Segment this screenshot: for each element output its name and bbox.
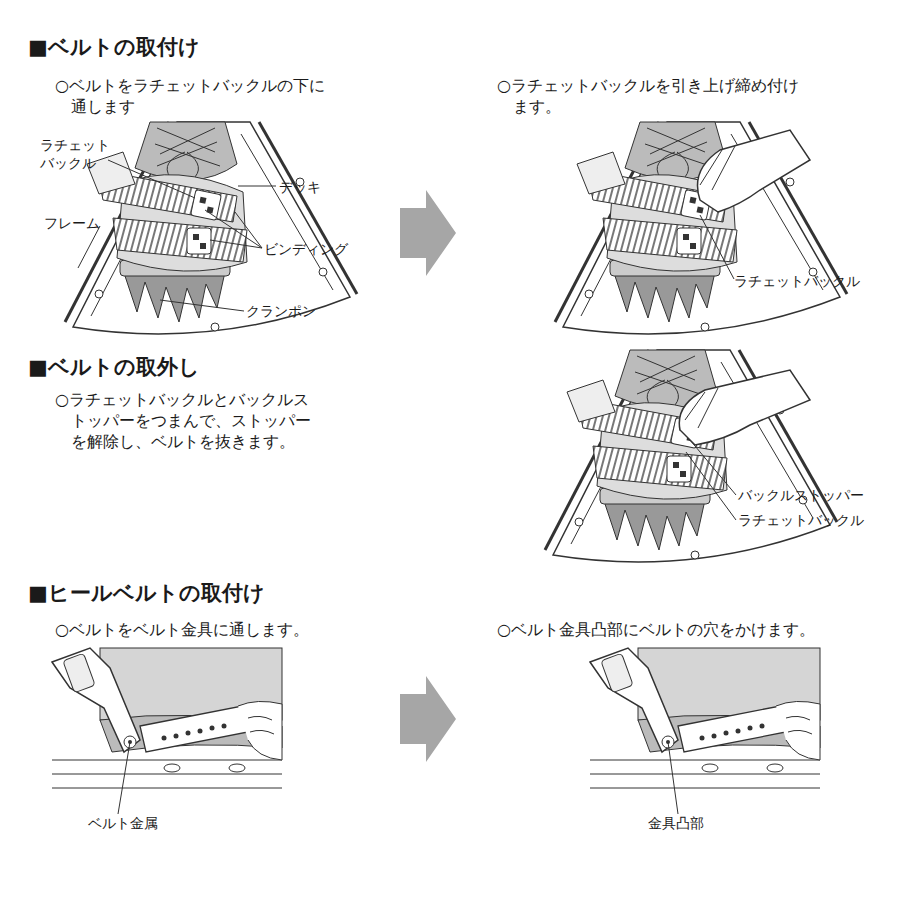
part-name: クランポン	[246, 302, 356, 320]
part-name: バックルストッパー	[738, 486, 888, 504]
part-name: デッキ	[279, 178, 359, 196]
step-text: ○ベルトをベルト金具に通します。	[55, 620, 431, 641]
heel-illustrations	[52, 648, 820, 788]
part-name: ラチェット バックル	[40, 136, 120, 172]
step-text: ○ベルトをラチェットバックルの下に 通します	[55, 76, 343, 118]
attach-illustration	[65, 122, 357, 334]
section-heading: ■ヒールベルトの取付け	[28, 580, 388, 607]
part-name: ビンディング	[264, 240, 384, 258]
part-name: フレーム	[44, 214, 134, 232]
step-text: ○ラチェットバックルを引き上げ締め付け ます。	[497, 76, 817, 118]
tighten-illustration	[555, 122, 847, 334]
leader-lines	[78, 160, 736, 814]
section-heading: ■ベルトの取外し	[28, 354, 328, 381]
step-text: ○ベルト金具凸部にベルトの穴をかけます。	[497, 620, 900, 641]
release-illustration	[545, 350, 837, 562]
part-name: ベルト金属	[88, 814, 208, 832]
part-name: ラチェットバックル	[738, 511, 888, 529]
step-text: ○ラチェットバックルとバックルス トッパーをつまんで、ストッパー を解除し、ベル…	[55, 390, 327, 452]
step-arrows	[400, 190, 456, 762]
section-heading: ■ベルトの取付け	[28, 34, 328, 61]
part-name: 金具凸部	[648, 814, 768, 832]
part-name: ラチェットバックル	[734, 272, 884, 290]
